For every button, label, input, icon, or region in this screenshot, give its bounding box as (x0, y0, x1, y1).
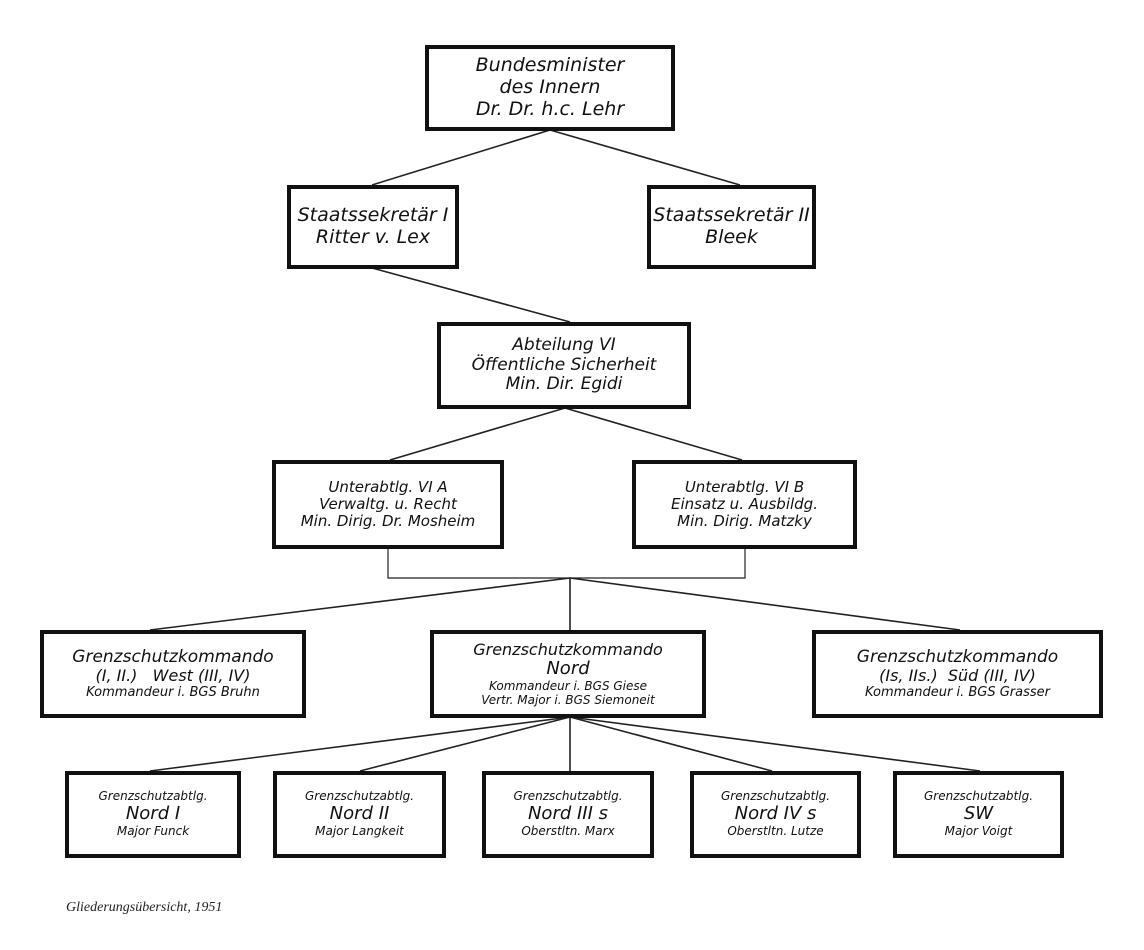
division-box: Grenzschutzabtlg. Nord II Major Langkeit (273, 771, 446, 858)
line: Oberstltn. Lutze (727, 823, 824, 838)
line: SW (963, 803, 994, 825)
line: Oberstltn. Marx (521, 823, 615, 838)
line: Abteilung VI (512, 335, 616, 356)
connector (569, 577, 961, 631)
line: Grenzschutzkommando (473, 639, 663, 659)
division-box: Grenzschutzabtlg. SW Major Voigt (893, 771, 1064, 858)
line: Grenzschutzkommando (856, 646, 1059, 667)
line: Staatssekretär I (297, 204, 449, 227)
command-west-box: Grenzschutzkommando (I, II.) West (III, … (40, 630, 306, 718)
subdept-6a-box: Unterabtlg. VI A Verwaltg. u. Recht Min.… (272, 460, 504, 549)
line: Min. Dir. Egidi (505, 374, 623, 395)
line: Kommandeur i. BGS Grasser (864, 684, 1051, 700)
line: Nord III s (527, 803, 609, 825)
line: Min. Dirig. Matzky (677, 512, 812, 531)
bracket (387, 548, 746, 579)
line: Nord IV s (734, 803, 817, 825)
subdept-6b-box: Unterabtlg. VI B Einsatz u. Ausbildg. Mi… (632, 460, 857, 549)
line: Staatssekretär II (653, 204, 810, 227)
line: Grenzschutzabtlg. (304, 789, 415, 804)
state-secretary-2-box: Staatssekretär II Bleek (647, 185, 816, 269)
connector (359, 716, 571, 772)
command-nord-box: Grenzschutzkommando Nord Kommandeur i. B… (430, 630, 706, 718)
connector (371, 129, 551, 186)
state-secretary-1-box: Staatssekretär I Ritter v. Lex (287, 185, 459, 269)
caption: Gliederungsübersicht, 1951 (66, 900, 223, 915)
line: Öffentliche Sicherheit (471, 354, 657, 375)
line: Kommandeur i. BGS Bruhn (86, 684, 260, 700)
connector (564, 407, 743, 461)
line: Unterabtlg. VI B (684, 477, 805, 496)
line: Dr. Dr. h.c. Lehr (475, 97, 625, 120)
line: Grenzschutzkommando (72, 646, 274, 667)
line: Verwaltg. u. Recht (319, 494, 457, 513)
line: Nord II (329, 803, 390, 825)
line: Major Funck (116, 823, 190, 838)
line: Major Langkeit (315, 823, 404, 838)
line: Unterabtlg. VI A (328, 477, 448, 496)
line: Grenzschutzabtlg. (923, 789, 1034, 804)
line: Min. Dirig. Dr. Mosheim (300, 512, 476, 531)
division-box: Grenzschutzabtlg. Nord III s Oberstltn. … (482, 771, 654, 858)
connector (149, 716, 571, 772)
line: Bundesminister (475, 54, 625, 77)
line: Major Voigt (944, 823, 1013, 838)
line: Nord (546, 658, 590, 680)
connector (371, 267, 571, 323)
connector (389, 407, 566, 461)
line: (I, II.) West (III, IV) (95, 666, 251, 686)
line: Grenzschutzabtlg. (513, 789, 623, 804)
line: des Innern (499, 76, 601, 99)
line: Nord I (125, 803, 181, 825)
division-box: Grenzschutzabtlg. Nord IV s Oberstltn. L… (690, 771, 861, 858)
line: Grenzschutzabtlg. (98, 789, 208, 804)
line: Kommandeur i. BGS Giese (488, 678, 648, 693)
line: Ritter v. Lex (315, 226, 431, 248)
department-6-box: Abteilung VI Öffentliche Sicherheit Min.… (437, 322, 691, 409)
command-sued-box: Grenzschutzkommando (Is, IIs.) Süd (III,… (812, 630, 1103, 718)
connector (549, 129, 741, 186)
connector (149, 577, 571, 631)
line: Einsatz u. Ausbildg. (671, 494, 818, 513)
division-box: Grenzschutzabtlg. Nord I Major Funck (65, 771, 241, 858)
line: Vertr. Major i. BGS Siemoneit (481, 692, 655, 707)
minister-box: Bundesminister des Innern Dr. Dr. h.c. L… (425, 45, 675, 131)
connector (569, 716, 981, 772)
line: Grenzschutzabtlg. (720, 789, 831, 804)
connector (569, 716, 773, 772)
line: Bleek (705, 226, 758, 248)
line: (Is, IIs.) Süd (III, IV) (879, 666, 1036, 686)
